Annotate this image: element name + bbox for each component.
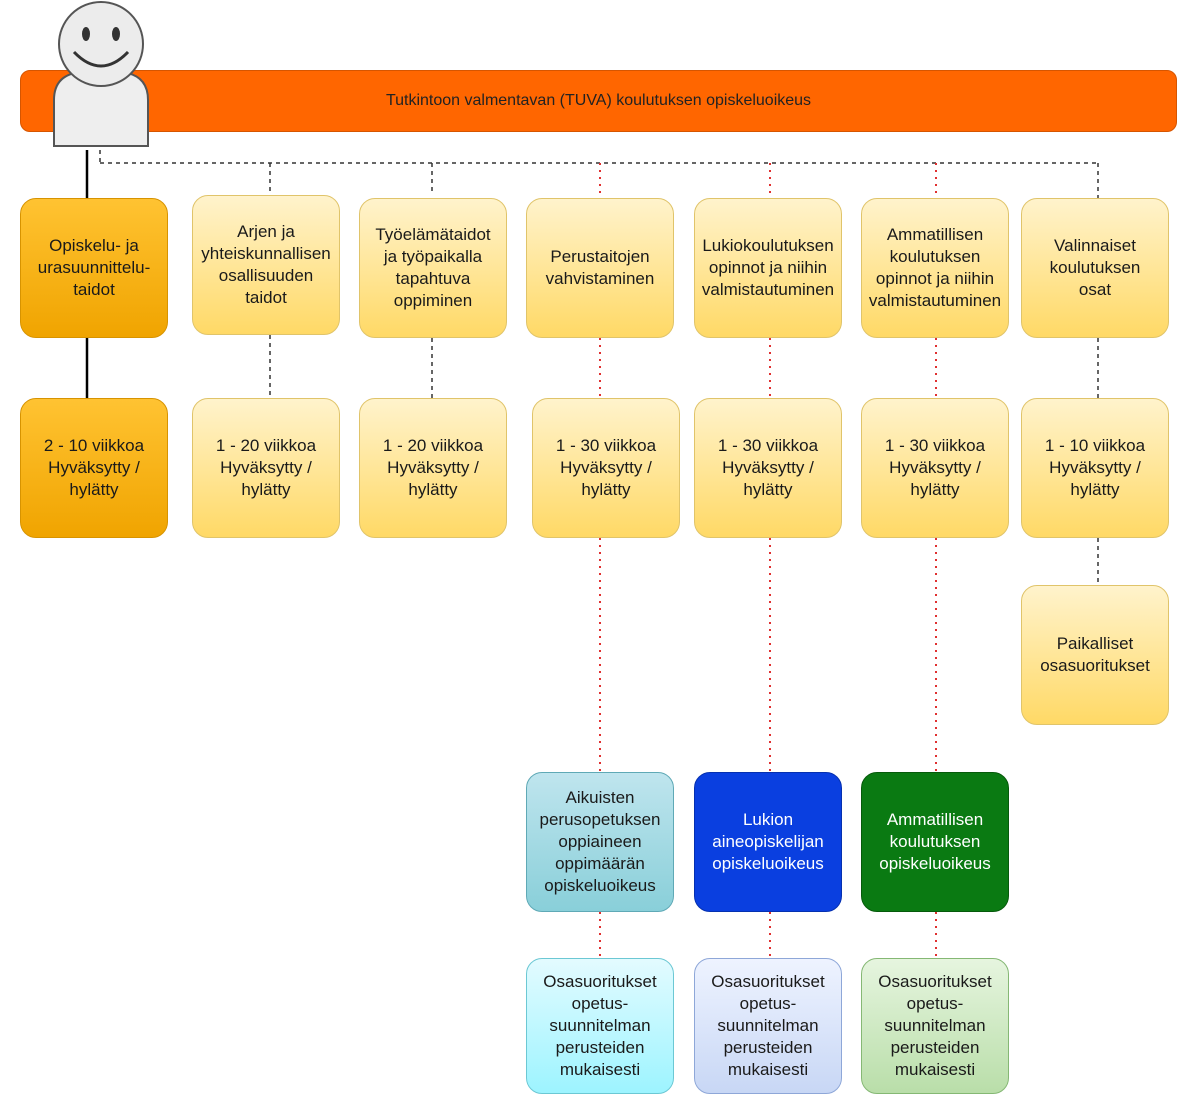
module-label-4: Perustaitojen vahvistaminen xyxy=(545,247,655,288)
right-label-upper-secondary: Lukion aineopiskelijan opiskeluoikeus xyxy=(712,810,824,873)
tuva-banner: Tutkintoon valmentavan (TUVA) koulutukse… xyxy=(20,70,1177,132)
module-label-7: Valinnaiset koulutuksen osat xyxy=(1049,236,1141,299)
right-label-vocational: Ammatillisen koulutuksen opiskeluoikeus xyxy=(879,810,991,873)
scope-label-4: 1 - 30 viikkoa Hyväksytty / hylätty xyxy=(555,436,657,499)
module-box-6: Ammatillisen koulutuksen opinnot ja niih… xyxy=(861,198,1009,338)
module-label-5: Lukiokoulutuksen opinnot ja niihin valmi… xyxy=(701,236,835,299)
module-label-3: Työelämätaidot ja työpaikalla tapahtuva … xyxy=(375,225,491,310)
module-box-7: Valinnaiset koulutuksen osat xyxy=(1021,198,1169,338)
right-box-upper-secondary: Lukion aineopiskelijan opiskeluoikeus xyxy=(694,772,842,912)
scope-label-7: 1 - 10 viikkoa Hyväksytty / hylätty xyxy=(1044,436,1146,499)
curriculum-label-basic-education: Osasuoritukset opetus- suunnitelman peru… xyxy=(543,972,657,1079)
module-label-2: Arjen ja yhteiskunnallisen osallisuuden … xyxy=(201,222,331,307)
scope-label-3: 1 - 20 viikkoa Hyväksytty / hylätty xyxy=(382,436,484,499)
banner-title: Tutkintoon valmentavan (TUVA) koulutukse… xyxy=(385,92,812,109)
scope-label-1: 2 - 10 viikkoa Hyväksytty / hylätty xyxy=(43,436,145,499)
curriculum-label-upper-secondary: Osasuoritukset opetus- suunnitelman peru… xyxy=(711,972,825,1079)
right-label-basic-education: Aikuisten perusopetuksen oppiaineen oppi… xyxy=(539,788,661,895)
scope-label-6: 1 - 30 viikkoa Hyväksytty / hylätty xyxy=(884,436,986,499)
module-box-3: Työelämätaidot ja työpaikalla tapahtuva … xyxy=(359,198,507,338)
scope-box-5: 1 - 30 viikkoa Hyväksytty / hylätty xyxy=(694,398,842,538)
module-box-2: Arjen ja yhteiskunnallisen osallisuuden … xyxy=(192,195,340,335)
module-box-5: Lukiokoulutuksen opinnot ja niihin valmi… xyxy=(694,198,842,338)
module-box-1: Opiskelu- ja urasuunnittelu- taidot xyxy=(20,198,168,338)
scope-label-2: 1 - 20 viikkoa Hyväksytty / hylätty xyxy=(215,436,317,499)
scope-box-6: 1 - 30 viikkoa Hyväksytty / hylätty xyxy=(861,398,1009,538)
scope-box-7: 1 - 10 viikkoa Hyväksytty / hylätty xyxy=(1021,398,1169,538)
scope-box-1: 2 - 10 viikkoa Hyväksytty / hylätty xyxy=(20,398,168,538)
curriculum-box-vocational: Osasuoritukset opetus- suunnitelman peru… xyxy=(861,958,1009,1094)
right-box-vocational: Ammatillisen koulutuksen opiskeluoikeus xyxy=(861,772,1009,912)
scope-box-4: 1 - 30 viikkoa Hyväksytty / hylätty xyxy=(532,398,680,538)
local-parts-label: Paikalliset osasuoritukset xyxy=(1040,634,1150,675)
curriculum-box-basic-education: Osasuoritukset opetus- suunnitelman peru… xyxy=(526,958,674,1094)
module-box-4: Perustaitojen vahvistaminen xyxy=(526,198,674,338)
module-label-1: Opiskelu- ja urasuunnittelu- taidot xyxy=(37,236,151,299)
module-label-6: Ammatillisen koulutuksen opinnot ja niih… xyxy=(868,225,1002,310)
curriculum-label-vocational: Osasuoritukset opetus- suunnitelman peru… xyxy=(878,972,992,1079)
scope-label-5: 1 - 30 viikkoa Hyväksytty / hylätty xyxy=(717,436,819,499)
scope-box-2: 1 - 20 viikkoa Hyväksytty / hylätty xyxy=(192,398,340,538)
scope-box-3: 1 - 20 viikkoa Hyväksytty / hylätty xyxy=(359,398,507,538)
smiley-person-icon xyxy=(53,1,149,147)
right-box-basic-education: Aikuisten perusopetuksen oppiaineen oppi… xyxy=(526,772,674,912)
local-parts-box: Paikalliset osasuoritukset xyxy=(1021,585,1169,725)
curriculum-box-upper-secondary: Osasuoritukset opetus- suunnitelman peru… xyxy=(694,958,842,1094)
